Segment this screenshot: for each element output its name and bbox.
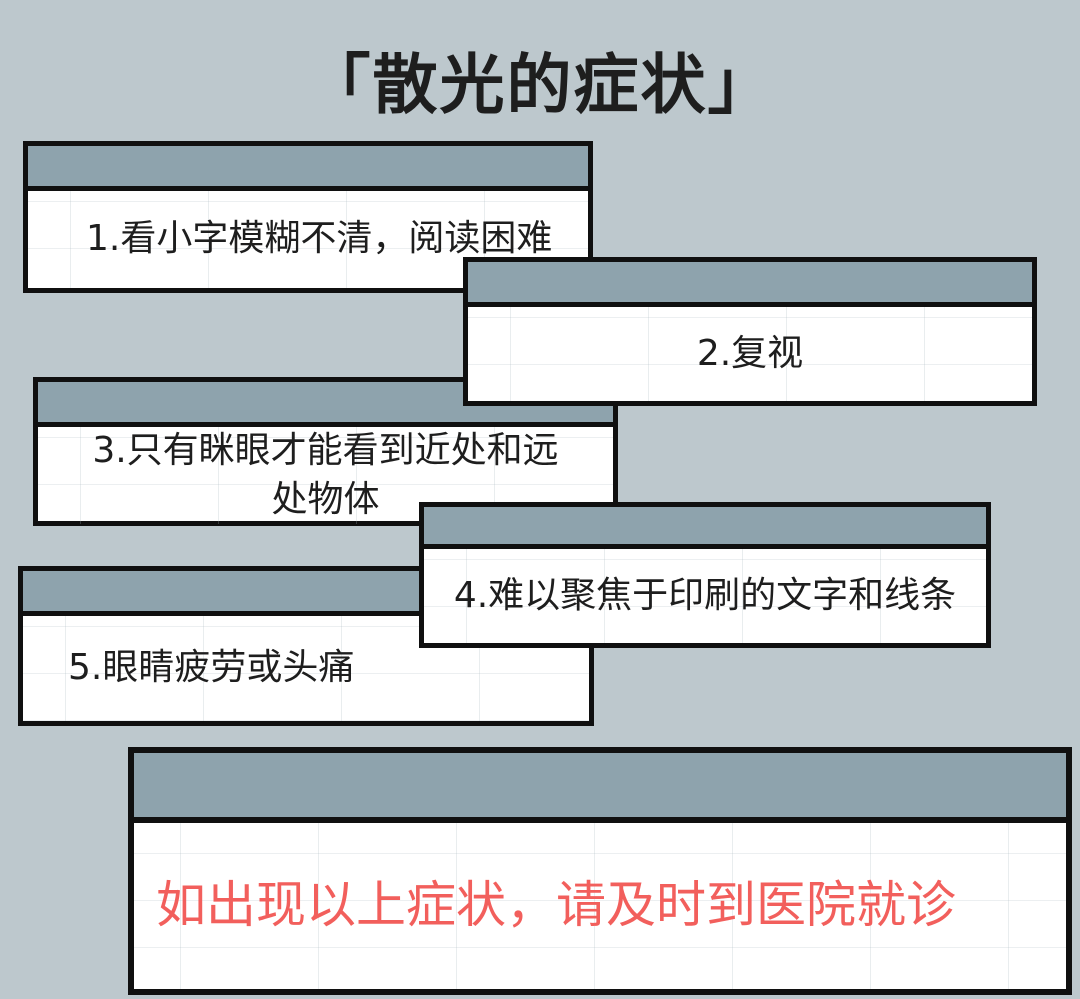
- alert-card: 如出现以上症状，请及时到医院就诊: [128, 747, 1072, 995]
- symptom-text-1: 1.看小字模糊不清，阅读困难: [28, 191, 588, 288]
- card-header-band: [28, 146, 588, 191]
- alert-text: 如出现以上症状，请及时到医院就诊: [134, 823, 1066, 989]
- card-header-band: [424, 507, 986, 549]
- symptom-text-4: 4.难以聚焦于印刷的文字和线条: [424, 549, 986, 643]
- symptom-card-2: 2.复视: [463, 257, 1037, 406]
- page-title: 「散光的症状」: [305, 48, 775, 123]
- symptom-card-3: 3.只有眯眼才能看到近处和远处物体: [33, 377, 618, 526]
- card-header-band: [134, 753, 1066, 823]
- symptom-text-2: 2.复视: [468, 307, 1032, 401]
- symptom-card-1: 1.看小字模糊不清，阅读困难: [23, 141, 593, 293]
- symptom-card-4: 4.难以聚焦于印刷的文字和线条: [419, 502, 991, 648]
- card-header-band: [468, 262, 1032, 307]
